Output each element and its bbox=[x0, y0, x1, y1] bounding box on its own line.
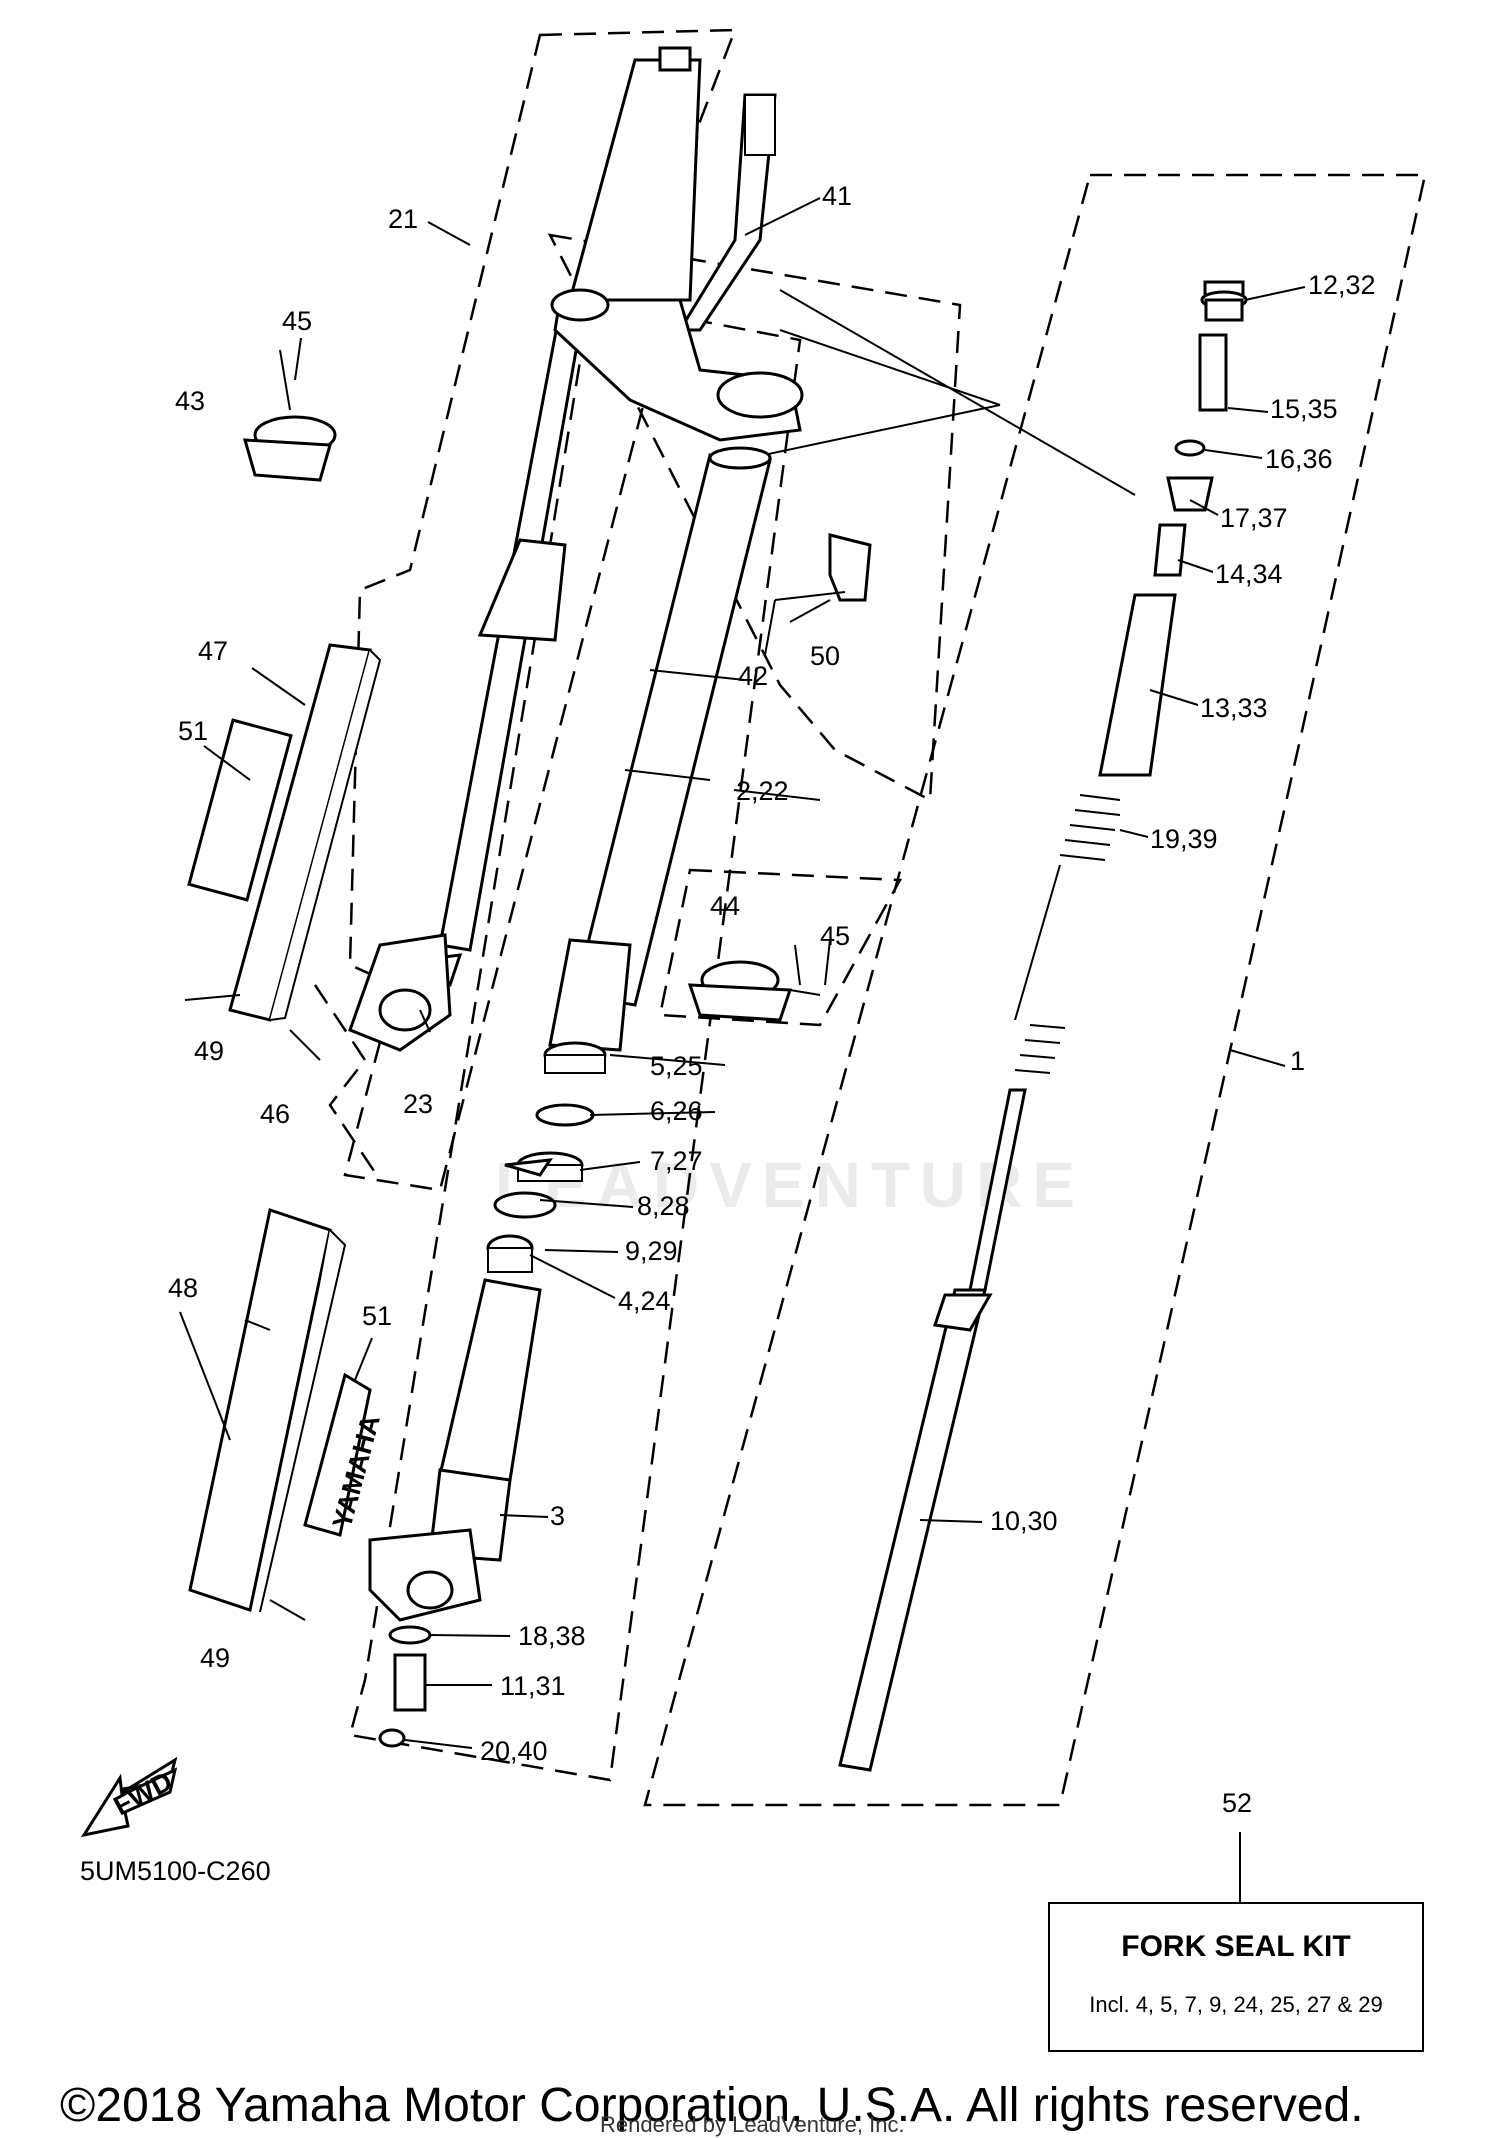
fork-cap-12-32 bbox=[1200, 280, 1248, 322]
group-outline-cartridge bbox=[643, 173, 1427, 1807]
label-43: 43 bbox=[175, 386, 205, 416]
clamp-43 bbox=[242, 349, 337, 482]
fwd-arrow-icon: FWD bbox=[80, 1756, 178, 1838]
bracket-50 bbox=[774, 533, 872, 602]
group-outline-foot bbox=[313, 984, 382, 1181]
label-5-25: 5,25 bbox=[650, 1051, 703, 1081]
under-bracket bbox=[550, 288, 804, 442]
label-19-39: 19,39 bbox=[1150, 824, 1218, 854]
label-2-22: 2,22 bbox=[736, 776, 789, 806]
spring-19-39 bbox=[1014, 794, 1121, 1074]
label-20-40: 20,40 bbox=[480, 1736, 548, 1766]
label-10-30: 10,30 bbox=[990, 1506, 1058, 1536]
label-1: 1 bbox=[1290, 1046, 1305, 1076]
label-3: 3 bbox=[550, 1501, 565, 1531]
label-48: 48 bbox=[168, 1273, 198, 1303]
group-outline-clamp bbox=[547, 233, 962, 803]
bolt-49-b bbox=[269, 1599, 306, 1621]
label-14-34: 14,34 bbox=[1215, 559, 1283, 589]
label-52: 52 bbox=[1222, 1788, 1252, 1818]
clamp-44 bbox=[687, 960, 821, 1022]
bolt-46 bbox=[289, 1029, 321, 1061]
label-8-28: 8,28 bbox=[637, 1191, 690, 1221]
label-51-bottom: 51 bbox=[362, 1301, 392, 1331]
label-42: 42 bbox=[738, 661, 768, 691]
label-13-33: 13,33 bbox=[1200, 693, 1268, 723]
label-7-27: 7,27 bbox=[650, 1146, 703, 1176]
leader-lines bbox=[179, 197, 1306, 1902]
label-16-36: 16,36 bbox=[1265, 444, 1333, 474]
kit-title: FORK SEAL KIT bbox=[1121, 1930, 1351, 1963]
label-11-31: 11,31 bbox=[500, 1671, 566, 1701]
label-4-24: 4,24 bbox=[618, 1286, 671, 1316]
label-6-26: 6,26 bbox=[650, 1096, 703, 1126]
label-15-35: 15,35 bbox=[1270, 394, 1338, 424]
washer-16-36 bbox=[1174, 439, 1206, 457]
collar-15-35 bbox=[1198, 333, 1228, 412]
label-18-38: 18,38 bbox=[518, 1621, 586, 1651]
group-outline-outer-tube bbox=[348, 298, 802, 1782]
label-45-top: 45 bbox=[282, 306, 312, 336]
axle-holder-23 bbox=[348, 933, 452, 1052]
label-49-bottom: 49 bbox=[200, 1643, 230, 1673]
label-49-top: 49 bbox=[194, 1036, 224, 1066]
fwd-label: FWD bbox=[109, 1766, 177, 1821]
fork-seal-kit-box: FORK SEAL KIT Incl. 4, 5, 7, 9, 24, 25, … bbox=[1048, 1902, 1424, 2052]
watermark: LEADVENTURE bbox=[495, 1149, 1086, 1221]
rod-13-33 bbox=[1098, 593, 1177, 777]
label-45-mid: 45 bbox=[820, 921, 850, 951]
seal-stack bbox=[486, 1041, 607, 1273]
group-outline-guard-clamp bbox=[658, 868, 903, 1027]
outer-tube-2-22 bbox=[548, 446, 772, 1052]
outer-tube-lower-3 bbox=[368, 1278, 542, 1622]
nut-14-34 bbox=[1153, 523, 1187, 577]
label-9-29: 9,29 bbox=[625, 1236, 678, 1266]
fork-guard-upper-47 bbox=[187, 643, 382, 1022]
steering-stem-41 bbox=[677, 93, 777, 332]
fork-guard-lower-48: YAMAHA bbox=[188, 1208, 386, 1613]
label-41: 41 bbox=[822, 181, 852, 211]
label-23: 23 bbox=[403, 1089, 433, 1119]
label-17-37: 17,37 bbox=[1220, 503, 1288, 533]
label-12-32: 12,32 bbox=[1308, 270, 1376, 300]
label-51-top: 51 bbox=[178, 716, 208, 746]
damper-rod-10-30 bbox=[968, 1088, 1027, 1292]
label-47: 47 bbox=[198, 636, 228, 666]
label-44: 44 bbox=[710, 891, 740, 921]
bushing-17-37 bbox=[1166, 476, 1214, 512]
label-21: 21 bbox=[388, 204, 418, 234]
diagram-code: 5UM5100-C260 bbox=[80, 1856, 271, 1886]
kit-includes: Incl. 4, 5, 7, 9, 24, 25, 27 & 29 bbox=[1089, 1992, 1383, 2017]
copyright-notice: ©2018 Yamaha Motor Corporation, U.S.A. A… bbox=[60, 2079, 1364, 2132]
bolt-49-a bbox=[184, 994, 241, 1001]
damper-bottom-parts bbox=[378, 1625, 432, 1748]
label-50: 50 bbox=[810, 641, 840, 671]
render-note: Rendered by LeadVenture, Inc. bbox=[600, 2112, 905, 2137]
label-46: 46 bbox=[260, 1099, 290, 1129]
